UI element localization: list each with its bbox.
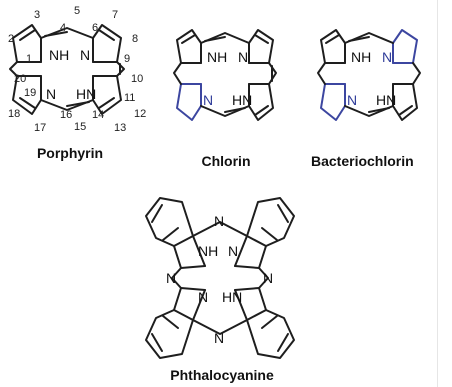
position-number: 5 bbox=[74, 5, 80, 17]
phthalocyanine-hn-label: HN bbox=[222, 289, 242, 305]
phthalocyanine-caption: Phthalocyanine bbox=[170, 367, 274, 383]
position-number: 14 bbox=[92, 109, 104, 121]
chlorin-n-label-reduced: N bbox=[203, 92, 213, 108]
porphyrin-caption: Porphyrin bbox=[37, 145, 103, 161]
porphyrin-hn-label: HN bbox=[76, 86, 96, 102]
position-number: 18 bbox=[8, 108, 20, 120]
porphyrin-structure bbox=[9, 24, 125, 115]
chlorin-n-label: N bbox=[238, 49, 248, 65]
phthalocyanine-nh-label: NH bbox=[198, 243, 218, 259]
porphyrin-position-numbers: 1 2 3 4 5 6 7 8 9 10 11 12 13 14 15 16 1… bbox=[8, 5, 146, 134]
position-number: 7 bbox=[112, 9, 118, 21]
position-number: 13 bbox=[114, 122, 126, 134]
chlorin-caption: Chlorin bbox=[202, 153, 251, 169]
phthalocyanine-n-label-2: N bbox=[198, 289, 208, 305]
chlorin-structure bbox=[173, 29, 277, 121]
phthalocyanine-meso-n-left: N bbox=[166, 270, 176, 286]
porphyrin-n-label: N bbox=[80, 47, 90, 63]
position-number: 19 bbox=[24, 87, 36, 99]
position-number: 4 bbox=[60, 22, 66, 34]
position-number: 20 bbox=[14, 73, 26, 85]
right-edge-divider bbox=[437, 0, 438, 387]
chlorin-nh-label: NH bbox=[207, 49, 227, 65]
position-number: 12 bbox=[134, 108, 146, 120]
position-number: 3 bbox=[34, 9, 40, 21]
phthalocyanine-n-label: N bbox=[228, 243, 238, 259]
position-number: 10 bbox=[131, 73, 143, 85]
bacteriochlorin-n-label-reduced-2: N bbox=[347, 92, 357, 108]
porphyrin-nh-label: NH bbox=[49, 47, 69, 63]
position-number: 9 bbox=[124, 53, 130, 65]
bacteriochlorin-hn-label: HN bbox=[376, 92, 396, 108]
position-number: 2 bbox=[8, 33, 14, 45]
chlorin-hn-label: HN bbox=[232, 92, 252, 108]
phthalocyanine-meso-n-right: N bbox=[263, 270, 273, 286]
porphyrin-n-label-2: N bbox=[46, 86, 56, 102]
position-number: 15 bbox=[74, 121, 86, 133]
phthalocyanine-meso-n-bottom: N bbox=[214, 330, 224, 346]
position-number: 1 bbox=[26, 53, 32, 65]
position-number: 6 bbox=[92, 22, 98, 34]
bacteriochlorin-caption: Bacteriochlorin bbox=[311, 153, 414, 169]
bacteriochlorin-structure bbox=[317, 29, 421, 121]
position-number: 17 bbox=[34, 122, 46, 134]
position-number: 8 bbox=[132, 33, 138, 45]
phthalocyanine-meso-n-top: N bbox=[214, 213, 224, 229]
position-number: 11 bbox=[124, 92, 135, 104]
bacteriochlorin-nh-label: NH bbox=[351, 49, 371, 65]
bacteriochlorin-n-label-reduced: N bbox=[382, 49, 392, 65]
phthalocyanine-structure bbox=[145, 197, 295, 359]
position-number: 16 bbox=[60, 109, 72, 121]
